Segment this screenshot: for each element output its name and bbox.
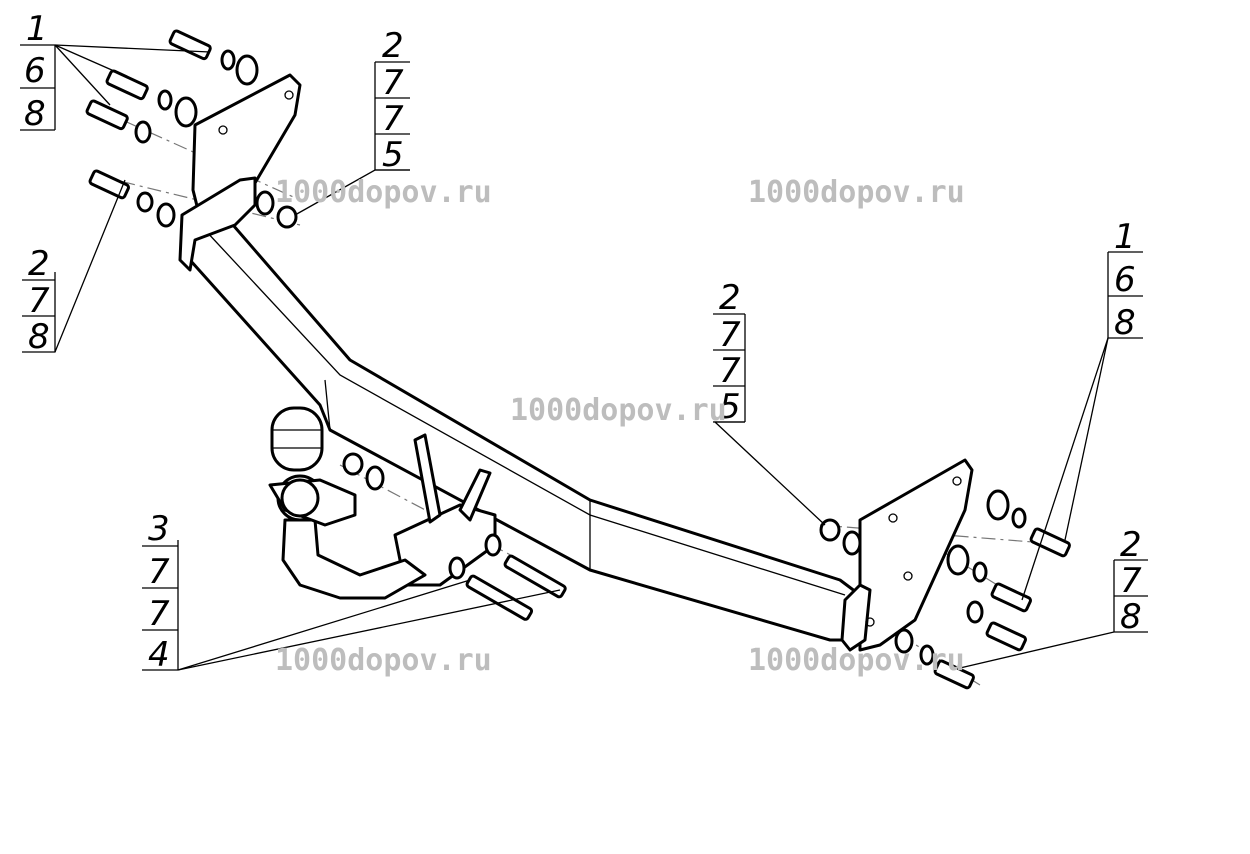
callout-number: 8 xyxy=(1120,597,1142,637)
washer-icon xyxy=(157,89,173,111)
bolt-icon xyxy=(168,29,212,61)
callout-number: 7 xyxy=(719,351,741,391)
bolt-icon xyxy=(85,99,129,131)
watermark: 1000dopov.ru xyxy=(748,175,965,210)
washer-icon xyxy=(986,489,1010,521)
callout-number: 7 xyxy=(148,552,170,592)
washer-icon xyxy=(365,465,385,491)
left-bracket xyxy=(178,73,302,272)
tow-ball-assembly xyxy=(268,406,497,600)
callout-number: 4 xyxy=(148,635,170,675)
washer-icon xyxy=(972,561,988,583)
callout-number: 2 xyxy=(1120,525,1142,565)
callout-number: 7 xyxy=(719,315,741,355)
washer-icon xyxy=(946,544,970,576)
watermark: 1000dopov.ru xyxy=(748,643,965,678)
washer-icon xyxy=(174,96,198,128)
callout-number: 8 xyxy=(24,94,46,134)
callout-number: 7 xyxy=(148,594,170,634)
bolt-icon xyxy=(990,582,1032,613)
watermark: 1000dopov.ru xyxy=(275,643,492,678)
nut-icon xyxy=(819,518,841,542)
bolt-icon xyxy=(503,554,567,599)
washer-icon xyxy=(156,202,176,228)
washer-icon xyxy=(919,644,935,666)
callout-number: 5 xyxy=(719,387,741,427)
callout-number: 1 xyxy=(26,9,48,49)
washer-icon xyxy=(894,628,914,654)
callout-number: 1 xyxy=(1114,217,1136,257)
washer-icon xyxy=(235,54,259,86)
callout-numbers: 1 6 8 2 7 8 2 7 7 5 2 7 7 5 1 6 8 2 7 8 … xyxy=(24,9,1142,675)
callout-number: 7 xyxy=(382,99,404,139)
callout-number: 8 xyxy=(28,317,50,357)
washer-icon xyxy=(484,533,502,557)
callout-number: 7 xyxy=(28,281,50,321)
fasteners xyxy=(85,29,1071,690)
callout-number: 7 xyxy=(1120,561,1142,601)
washer-icon xyxy=(134,120,152,144)
right-bracket xyxy=(840,458,974,652)
callout-number: 7 xyxy=(382,63,404,103)
nut-icon xyxy=(276,205,298,229)
washer-icon xyxy=(1011,507,1027,529)
washer-icon xyxy=(448,556,466,580)
bolt-icon xyxy=(105,69,149,101)
nut-icon xyxy=(342,452,364,476)
watermark: 1000dopov.ru xyxy=(275,175,492,210)
bolt-icon xyxy=(88,169,130,200)
bolt-icon xyxy=(1029,527,1071,558)
callout-number: 2 xyxy=(28,244,50,284)
bolt-icon xyxy=(985,621,1027,652)
washer-icon xyxy=(136,191,154,213)
washer-icon xyxy=(842,530,862,556)
callout-number: 2 xyxy=(382,26,404,66)
watermark: 1000dopov.ru xyxy=(510,393,727,428)
callout-frames xyxy=(20,45,1148,670)
watermarks: 1000dopov.ru 1000dopov.ru 1000dopov.ru 1… xyxy=(275,175,965,678)
bolt-icon xyxy=(933,659,975,690)
callout-number: 5 xyxy=(382,135,404,175)
callout-number: 2 xyxy=(719,278,741,318)
callout-number: 6 xyxy=(24,51,46,91)
callout-number: 3 xyxy=(148,509,170,549)
washer-icon xyxy=(255,190,275,216)
callout-number: 8 xyxy=(1114,303,1136,343)
callout-number: 6 xyxy=(1114,260,1136,300)
washer-icon xyxy=(966,600,984,624)
washer-icon xyxy=(220,49,236,71)
